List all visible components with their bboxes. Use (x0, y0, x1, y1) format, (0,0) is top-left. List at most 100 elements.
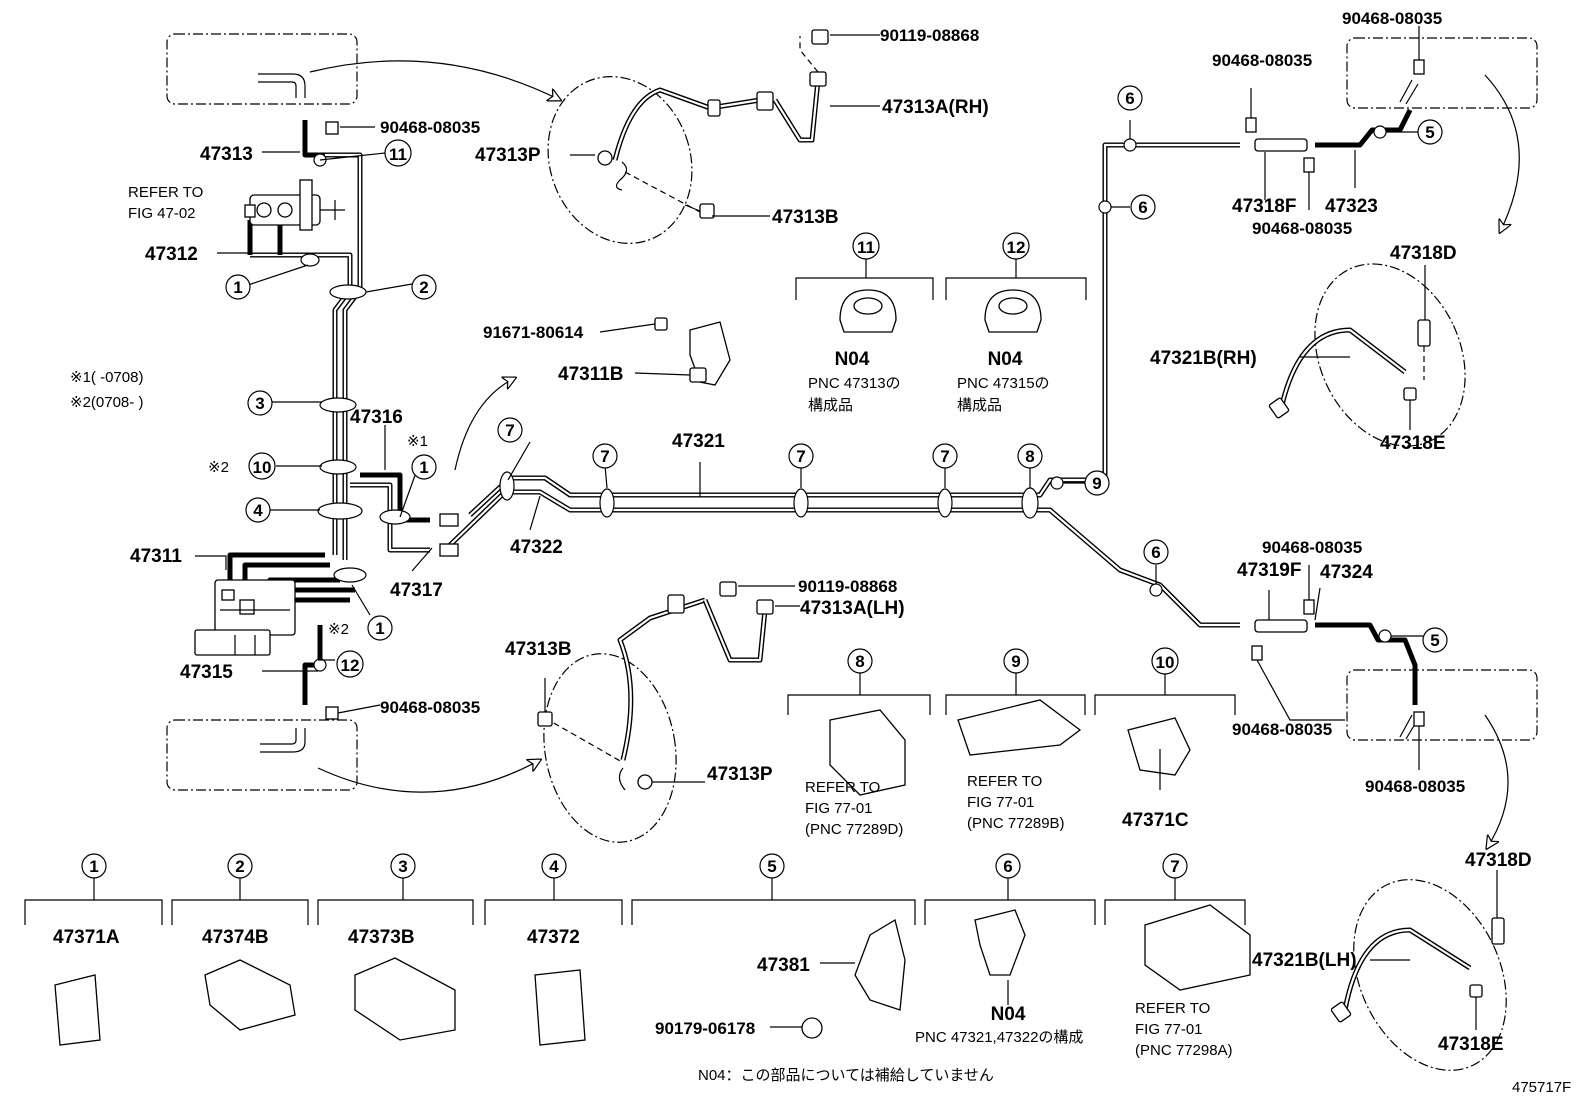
legend-callout-11: 11 (852, 232, 880, 260)
label-90468-a: 90468-08035 (380, 118, 480, 137)
note-kouseihin-b: 構成品 (957, 397, 1002, 414)
label-47313p-bot: 47313P (707, 764, 773, 785)
svg-text:5: 5 (1425, 123, 1434, 142)
callout-7-d: 7 (932, 443, 958, 469)
legend-callout-1: 1 (81, 853, 107, 879)
callout-1-a: 1 (225, 274, 251, 300)
callout-12-a: 12 (336, 650, 364, 678)
label-47321: 47321 (672, 431, 725, 452)
legend-callout-5: 5 (759, 853, 785, 879)
callout-1-c: 1 (367, 615, 393, 641)
svg-text:4: 4 (253, 501, 263, 520)
svg-text:2: 2 (235, 857, 244, 876)
svg-text:4: 4 (549, 857, 559, 876)
legend-callout-4: 4 (541, 853, 567, 879)
callout-6-a: 6 (1117, 85, 1143, 111)
label-47313b-top: 47313B (772, 207, 839, 228)
label-47316: 47316 (350, 407, 403, 428)
label-90179: 90179-06178 (655, 1019, 755, 1038)
callout-7-a: 7 (497, 417, 523, 443)
svg-text:6: 6 (1003, 857, 1012, 876)
label-47318f: 47318F (1232, 196, 1296, 217)
label-47371a: 47371A (53, 927, 120, 948)
legend-callout-9: 9 (1003, 648, 1029, 674)
legend-brackets (24, 258, 1246, 1028)
note-range-1: ※1( -0708) (70, 369, 143, 386)
note-n04-a: N04 (835, 349, 870, 370)
svg-text:12: 12 (1007, 238, 1026, 257)
callout-5-a: 5 (1417, 119, 1443, 145)
note-fig-77-01-9: FIG 77-01 (967, 794, 1035, 811)
svg-text:8: 8 (855, 652, 864, 671)
svg-text:11: 11 (857, 238, 875, 257)
svg-text:7: 7 (600, 447, 609, 466)
legend-callout-7: 7 (1162, 853, 1188, 879)
callout-10-a: 10 (248, 452, 276, 480)
legend-callout-2: 2 (227, 853, 253, 879)
svg-text:1: 1 (419, 458, 428, 477)
label-47323: 47323 (1325, 196, 1378, 217)
note-pnc-77289b: (PNC 77289B) (967, 815, 1065, 832)
callout-bubbles: 11 1 2 3 10 4 1 1 12 7 7 7 7 8 9 6 6 6 5… (81, 85, 1448, 879)
label-47322: 47322 (510, 537, 563, 558)
detail-frames (166, 33, 1538, 1071)
note-mark-2-b: ※2 (328, 621, 349, 638)
label-90119-bot: 90119-08868 (798, 577, 897, 596)
note-pnc-47321-47322: PNC 47321,47322の構成 (915, 1029, 1083, 1046)
label-90119-top: 90119-08868 (880, 26, 979, 45)
callout-6-b: 6 (1130, 194, 1156, 220)
note-n04-b: N04 (988, 349, 1023, 370)
note-mark-2-a: ※2 (208, 459, 229, 476)
note-kouseihin-a: 構成品 (808, 397, 853, 414)
label-47312: 47312 (145, 244, 198, 265)
svg-text:5: 5 (1430, 631, 1439, 650)
svg-text:10: 10 (253, 458, 272, 477)
legend-callout-10: 10 (1151, 647, 1179, 675)
label-47381: 47381 (757, 955, 810, 976)
label-47318d-top: 47318D (1390, 243, 1457, 264)
svg-text:7: 7 (796, 447, 805, 466)
label-47313a-lh: 47313A(LH) (800, 598, 905, 619)
note-refer-to-7: REFER TO (1135, 1000, 1210, 1017)
svg-text:7: 7 (940, 447, 949, 466)
note-refer-to-9: REFER TO (967, 773, 1042, 790)
label-47315: 47315 (180, 662, 233, 683)
svg-text:6: 6 (1138, 198, 1147, 217)
part-labels: 47313 90468-08035 REFER TO FIG 47-02 473… (53, 9, 1571, 1096)
label-47318e-bot: 47318E (1438, 1034, 1504, 1055)
svg-text:5: 5 (767, 857, 776, 876)
note-fig-77-01-7: FIG 77-01 (1135, 1021, 1203, 1038)
label-47374b: 47374B (202, 927, 269, 948)
label-90468-g: 90468-08035 (1232, 720, 1332, 739)
leader-lines (195, 26, 1498, 1030)
svg-text:2: 2 (419, 278, 428, 297)
label-47321b-lh: 47321B(LH) (1252, 950, 1357, 971)
svg-text:10: 10 (1156, 653, 1175, 672)
label-90468-h: 90468-08035 (1365, 777, 1465, 796)
svg-text:8: 8 (1025, 447, 1034, 466)
note-fig-77-01-8: FIG 77-01 (805, 800, 873, 817)
label-47313a-rh: 47313A(RH) (882, 97, 989, 118)
label-90468-d: 90468-08035 (1342, 9, 1442, 28)
callout-2-a: 2 (411, 274, 437, 300)
note-pnc-77289d: (PNC 77289D) (805, 821, 903, 838)
svg-text:7: 7 (1170, 857, 1179, 876)
figure-code: 475717F (1512, 1079, 1571, 1096)
callout-7-c: 7 (788, 443, 814, 469)
brake-actuator (194, 579, 296, 656)
rear-hose-lh (1330, 917, 1505, 1023)
hose-47313a-lh (537, 581, 774, 791)
hose-47313a-rh (597, 29, 829, 219)
callout-11-top: 11 (384, 139, 412, 167)
bracket-47311b (654, 317, 731, 386)
svg-text:6: 6 (1151, 543, 1160, 562)
legend-clip-drawings (54, 699, 1251, 1046)
footer-n04-note: N04：この部品については補給していません (698, 1067, 994, 1084)
label-47373b: 47373B (348, 927, 415, 948)
rear-hose-rh (1268, 319, 1431, 419)
callout-4-a: 4 (245, 497, 271, 523)
label-90468-f: 90468-08035 (1262, 538, 1362, 557)
svg-text:1: 1 (375, 619, 384, 638)
label-47318d-bot: 47318D (1465, 850, 1532, 871)
